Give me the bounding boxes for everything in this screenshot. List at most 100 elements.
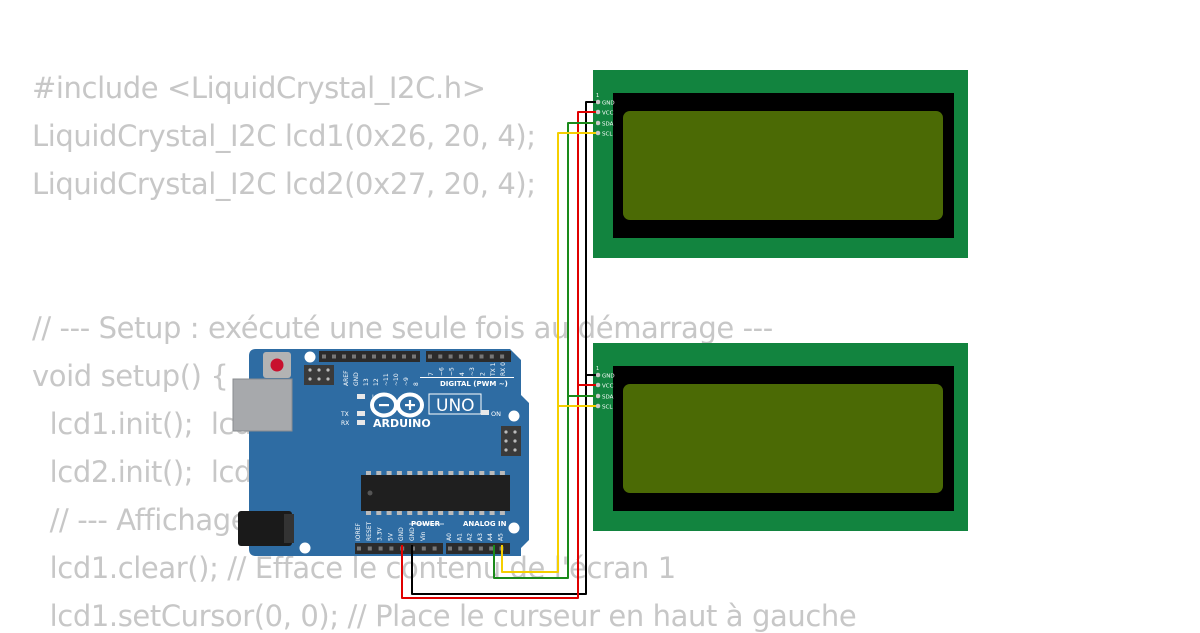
- pin-label: 3.3V: [377, 526, 384, 541]
- chip-pin: [386, 471, 392, 475]
- lcd-pin-label: SCL: [602, 405, 613, 411]
- header-pin: [468, 546, 473, 551]
- chip-pin: [458, 471, 464, 475]
- header-pin: [322, 354, 326, 359]
- header-pin: [448, 546, 452, 551]
- lcd-pin-label: VCC: [602, 384, 614, 390]
- header-pin: [362, 354, 366, 359]
- pin-label: A0: [446, 533, 453, 541]
- pin-label: TX 1: [490, 362, 497, 377]
- mounting-hole: [299, 542, 311, 554]
- pin-label: 7: [428, 372, 435, 376]
- pin-label: 13: [363, 378, 370, 386]
- code-line: LiquidCrystal_I2C lcd1(0x26, 20, 4);: [32, 119, 536, 153]
- header-pin: [382, 354, 386, 359]
- l-led: [357, 394, 365, 399]
- chip-pin: [479, 471, 485, 475]
- chip-pin: [469, 511, 474, 515]
- analog-in-label: ANALOG IN: [463, 520, 507, 528]
- chip-pin: [386, 511, 392, 515]
- chip-pin: [427, 471, 433, 475]
- code-line: lcd1.setCursor(0, 0); // Place le curseu…: [32, 599, 857, 633]
- chip-pin: [499, 471, 505, 475]
- chip-pin: [479, 511, 485, 515]
- pin-label: ~3: [469, 367, 476, 376]
- icsp-header: [501, 426, 521, 456]
- header-pin: [432, 546, 437, 551]
- chip-pin: [438, 511, 444, 515]
- code-line: void setup() {: [32, 359, 229, 393]
- rx-led-label: RX: [341, 420, 349, 427]
- pin-label: A2: [467, 533, 474, 541]
- tx-led-label: TX: [340, 411, 349, 418]
- reset-button-cap: [270, 358, 284, 372]
- pin-label: A4: [487, 533, 494, 541]
- lcd-display-1[interactable]: 1 GND VCC SDA SCL: [593, 70, 968, 258]
- header-pin: [412, 354, 416, 359]
- tx-led: [357, 411, 365, 416]
- chip-pin: [469, 471, 474, 475]
- chip-pin: [396, 471, 402, 475]
- lcd-screen: [623, 111, 943, 220]
- digital-header-pins: [322, 354, 416, 359]
- uno-badge: [428, 393, 482, 415]
- code-line: lcd1.clear(); // Efface le contenu de l'…: [32, 551, 677, 585]
- lcd-display-2[interactable]: 1 GND VCC SDA SCL: [593, 343, 968, 531]
- header-pin: [489, 354, 494, 359]
- pin-label: A1: [456, 533, 463, 541]
- mounting-hole: [508, 522, 520, 534]
- power-label: POWER: [411, 520, 441, 528]
- digital-label-line: [420, 377, 514, 378]
- header-pin: [489, 546, 494, 551]
- lcd-pin-label: SDA: [602, 122, 614, 128]
- power-jack: [238, 511, 292, 546]
- wire-sda[interactable]: [493, 122, 596, 579]
- chip-pin: [499, 511, 505, 515]
- pin-label: GND: [353, 372, 360, 386]
- arduino-brand: ARDUINO: [373, 417, 431, 430]
- lcd-pin-header: GND VCC SDA SCL: [595, 372, 615, 411]
- wire-vcc[interactable]: [401, 111, 596, 599]
- header-pin: [479, 354, 484, 359]
- header-pin: [458, 546, 463, 551]
- pin-label: RX 0: [500, 362, 507, 376]
- code-line: #include <LiquidCrystal_I2C.h>: [32, 71, 486, 105]
- pin-label: GND: [409, 527, 416, 541]
- chip-pin: [376, 471, 382, 475]
- pin-label: ~10: [393, 373, 400, 386]
- header-pin: [392, 354, 396, 359]
- chip-pin: [376, 511, 382, 515]
- pin-label: 2: [480, 372, 487, 376]
- header-pin: [500, 354, 505, 359]
- chip-pin: [489, 471, 495, 475]
- mounting-hole: [508, 410, 520, 422]
- wire-gnd[interactable]: [411, 101, 596, 595]
- lcd-pin-label: GND: [602, 101, 615, 107]
- header-pin: [448, 354, 453, 359]
- wire-scl[interactable]: [501, 132, 596, 573]
- chip-pin: [448, 471, 454, 475]
- chip-pin: [489, 511, 495, 515]
- chip-pin: [407, 471, 413, 475]
- digital-header-right: [426, 351, 511, 362]
- header-pin: [389, 546, 394, 551]
- chip-pin: [417, 511, 423, 515]
- header-pin: [428, 354, 432, 359]
- code-line: // --- Setup : exécuté une seule fois au…: [32, 311, 773, 345]
- header-pin: [367, 546, 372, 551]
- chip-pin: [438, 471, 444, 475]
- pin-label: ~6: [438, 367, 445, 376]
- wires: [401, 101, 596, 599]
- lcd-pin-label: SCL: [602, 132, 613, 138]
- mounting-hole: [304, 351, 316, 363]
- header-pin: [421, 546, 426, 551]
- pin-label: 4: [459, 372, 466, 376]
- header-pin: [372, 354, 376, 359]
- pin-label: GND: [398, 527, 405, 541]
- header-pin: [469, 354, 474, 359]
